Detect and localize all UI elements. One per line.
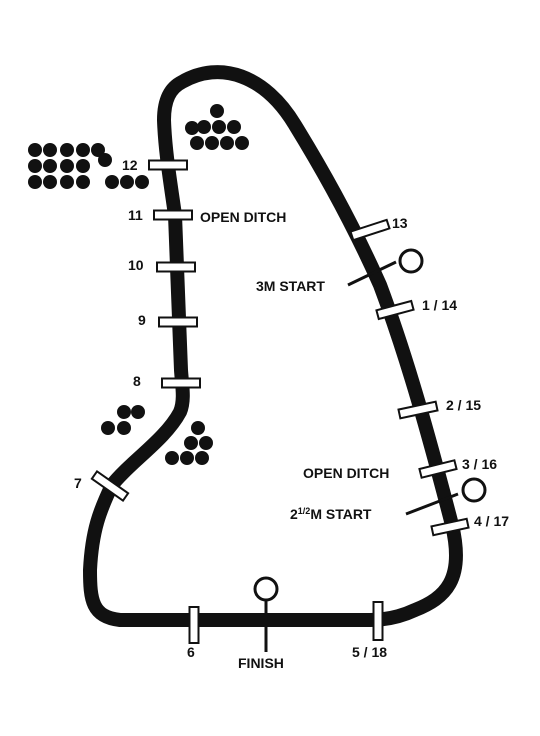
tree-dot <box>28 143 42 157</box>
fence-label-1-14: 1 / 14 <box>422 297 457 313</box>
tree-dot <box>43 175 57 189</box>
fence-label-2-15: 2 / 15 <box>446 397 481 413</box>
fence-9 <box>158 316 198 328</box>
fence-label-5-18: 5 / 18 <box>352 644 387 660</box>
start-2half-post <box>405 477 487 516</box>
fence-label-7: 7 <box>74 475 82 491</box>
tree-dot <box>131 405 145 419</box>
fence-2-15 <box>397 400 439 420</box>
tree-dot <box>117 421 131 435</box>
fence-label-13: 13 <box>392 215 408 231</box>
tree-dot <box>235 136 249 150</box>
start-2half-fraction: 1/2 <box>298 506 311 516</box>
fence-label-6: 6 <box>187 644 195 660</box>
tree-dot <box>220 136 234 150</box>
fence-label-11: 11 <box>128 207 143 223</box>
tree-dot <box>60 175 74 189</box>
fence-label-10: 10 <box>128 257 144 273</box>
fence-label-9: 9 <box>138 312 146 328</box>
tree-dot <box>184 436 198 450</box>
open-ditch-label-top: OPEN DITCH <box>200 209 286 225</box>
tree-dot <box>28 175 42 189</box>
fence-1-14 <box>375 299 415 321</box>
tree-dot <box>43 159 57 173</box>
fence-13 <box>349 218 391 242</box>
tree-dot <box>98 153 112 167</box>
start-3m-label: 3M START <box>256 278 325 294</box>
tree-dot <box>105 175 119 189</box>
fence-7 <box>90 470 130 502</box>
fence-10 <box>156 261 196 273</box>
tree-dot <box>76 143 90 157</box>
tree-dot <box>191 421 205 435</box>
tree-dot <box>76 175 90 189</box>
fence-label-4-17: 4 / 17 <box>474 513 509 529</box>
tree-dot <box>165 451 179 465</box>
fence-12 <box>148 159 188 171</box>
fence-label-3-16: 3 / 16 <box>462 456 497 472</box>
tree-dot <box>180 451 194 465</box>
fence-label-12: 12 <box>122 157 138 173</box>
fence-3-16 <box>418 459 458 479</box>
tree-dot <box>91 143 105 157</box>
fence-markers <box>90 159 470 644</box>
start-2half-suffix: M START <box>310 506 372 522</box>
tree-dot <box>210 104 224 118</box>
tree-dot <box>28 159 42 173</box>
course-track <box>83 65 463 627</box>
tree-dot <box>199 436 213 450</box>
tree-dot <box>197 120 211 134</box>
tree-dot <box>212 120 226 134</box>
tree-dot <box>43 143 57 157</box>
tree-dot <box>135 175 149 189</box>
tree-dot <box>101 421 115 435</box>
tree-dot <box>190 136 204 150</box>
finish-post <box>253 576 279 652</box>
fence-4-17 <box>430 517 470 537</box>
tree-dot <box>227 120 241 134</box>
tree-dot <box>120 175 134 189</box>
tree-dot <box>76 159 90 173</box>
finish-label: FINISH <box>238 655 284 671</box>
tree-dot <box>117 405 131 419</box>
tree-clusters <box>28 104 249 465</box>
fence-label-8: 8 <box>133 373 141 389</box>
tree-dot <box>195 451 209 465</box>
fence-8 <box>161 377 201 389</box>
fence-6 <box>188 606 200 644</box>
tree-dot <box>185 121 199 135</box>
start-2half-label: 21/2M START <box>290 506 372 522</box>
tree-dot <box>205 136 219 150</box>
tree-dot <box>60 159 74 173</box>
tree-dot <box>60 143 74 157</box>
fence-5-18 <box>372 601 384 641</box>
start-3m-post <box>347 248 424 287</box>
open-ditch-label-right: OPEN DITCH <box>303 465 389 481</box>
start-2half-prefix: 2 <box>290 506 298 522</box>
fence-11 <box>153 209 193 221</box>
